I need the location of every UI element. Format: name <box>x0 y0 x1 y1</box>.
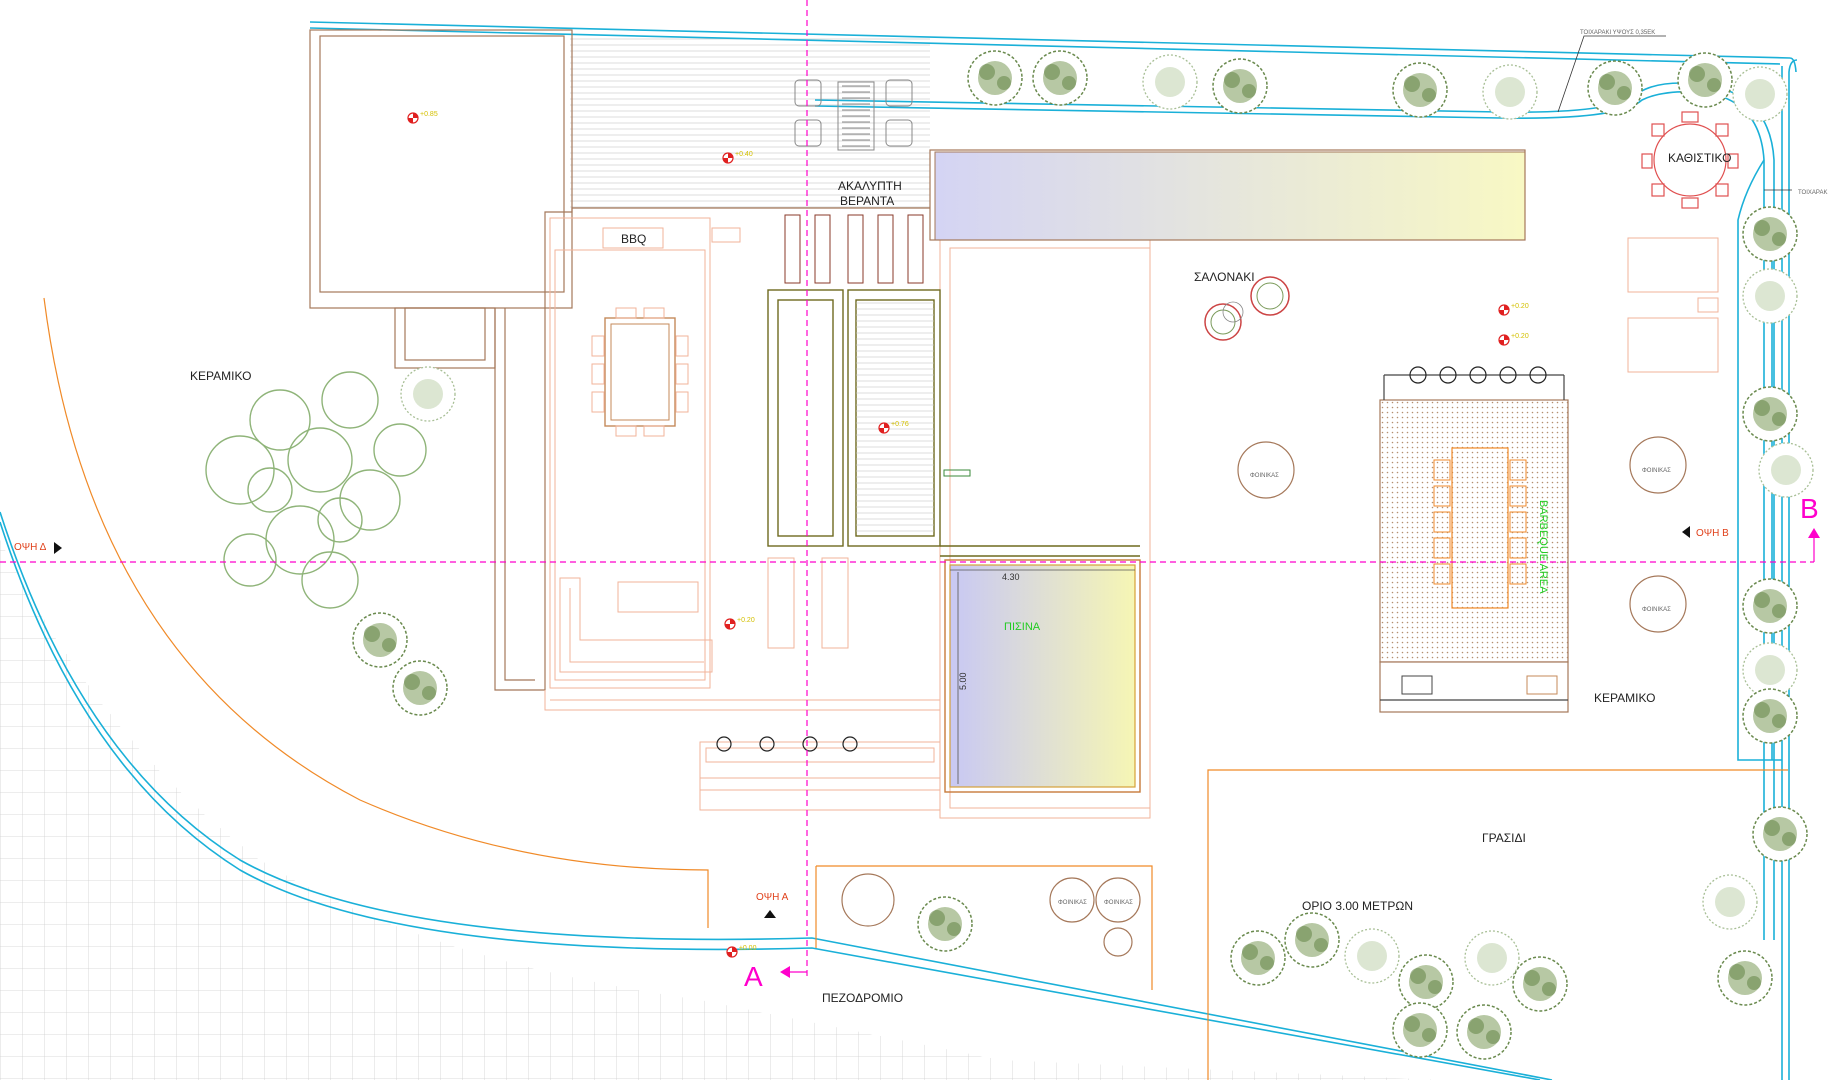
pavement-tiles <box>0 540 1440 1080</box>
pergola-strip <box>934 151 1526 241</box>
kathistiko-table <box>1641 111 1739 209</box>
label-palm-1: ΦΟΙΝΙΚΑΣ <box>1250 473 1279 479</box>
label-saloni: ΣΑΛΟΝΑΚΙ <box>1194 270 1255 284</box>
view-a-marker <box>764 910 776 918</box>
kitchen-area <box>591 227 741 437</box>
label-orio: ΟΡΙΟ 3.00 ΜΕΤΡΩΝ <box>1302 899 1413 913</box>
barbeque-area <box>1379 366 1569 713</box>
label-view-a: ΟΨΗ Α <box>756 892 789 903</box>
level-6: +0.20 <box>1511 333 1529 340</box>
saloni-chairs <box>1204 276 1290 341</box>
label-pool-length: 5.00 <box>958 672 968 690</box>
label-keramiko-right: ΚΕΡΑΜΙΚΟ <box>1594 691 1655 705</box>
view-b-marker <box>1682 526 1690 538</box>
view-d-marker <box>54 542 62 554</box>
label-wall-note: ΤΟΙΧΑΡΑΚΙ ΥΨΟΥΣ 0,35ΕΚ <box>1580 30 1655 36</box>
swimming-pool <box>944 559 1141 793</box>
label-section-a: A <box>744 961 763 992</box>
label-bbq: BBQ <box>621 232 646 246</box>
house-structure <box>309 29 941 811</box>
level-3: +0.76 <box>891 421 909 428</box>
label-pisina: ΠΙΣΙΝΑ <box>1004 621 1041 633</box>
palm-trees <box>841 436 1687 957</box>
label-pool-width: 4.30 <box>1002 572 1020 582</box>
section-b-arrow <box>1808 528 1820 538</box>
sunbeds <box>1627 237 1719 373</box>
label-palm-5: ΦΟΙΝΙΚΑΣ <box>1104 900 1133 906</box>
level-7: ±0.00 <box>739 945 757 952</box>
label-wall-note-2: ΤΟΙΧΑΡΑΚ <box>1798 190 1827 196</box>
wall-leader <box>1557 35 1666 113</box>
level-5: +0.20 <box>1511 303 1529 310</box>
pergola-frame <box>929 149 1526 241</box>
label-palm-2: ΦΟΙΝΙΚΑΣ <box>1642 468 1671 474</box>
label-view-b: ΟΨΗ Β <box>1696 528 1729 539</box>
olive-planters <box>767 289 1140 557</box>
level-4: +0.20 <box>737 617 755 624</box>
veranda-benches <box>784 214 924 284</box>
label-view-d: ΟΨΗ Δ <box>14 542 47 553</box>
label-grasidi: ΓΡΑΣΙΔΙ <box>1482 831 1526 845</box>
label-pezodromio: ΠΕΖΟΔΡΟΜΙΟ <box>822 991 903 1005</box>
deck-pattern <box>570 38 930 208</box>
label-akalypti: ΑΚΑΛΥΠΤΗ <box>838 179 902 193</box>
label-keramiko-left: ΚΕΡΑΜΙΚΟ <box>190 369 251 383</box>
section-lines <box>0 0 1815 976</box>
label-palm-3: ΦΟΙΝΙΚΑΣ <box>1642 607 1671 613</box>
section-a-arrow <box>780 966 790 978</box>
label-veranta: ΒΕΡΑΝΤΑ <box>840 194 894 208</box>
level-2: +0.40 <box>735 151 753 158</box>
level-1: +0.85 <box>420 111 438 118</box>
label-kathistiko: ΚΑΘΙΣΤΙΚΟ <box>1668 151 1731 165</box>
label-barbeque-area: BARBEQUE AREA <box>1537 500 1549 594</box>
shrub-cluster <box>205 371 427 609</box>
label-section-b: B <box>1800 493 1819 524</box>
bar-stools <box>716 736 858 752</box>
label-palm-4: ΦΟΙΝΙΚΑΣ <box>1058 900 1087 906</box>
dining-table-outdoor <box>794 79 913 151</box>
lounge-sofa <box>559 557 849 673</box>
